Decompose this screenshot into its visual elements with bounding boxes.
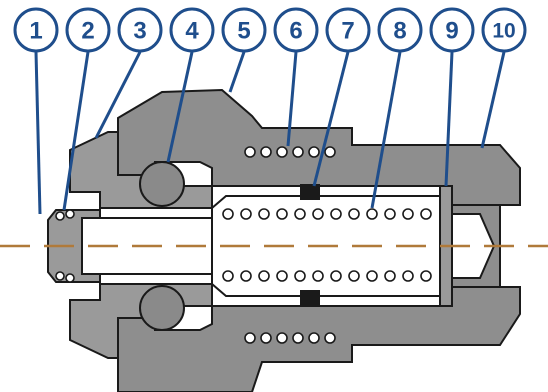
- spring-coil: [260, 332, 272, 344]
- spring-coil: [308, 332, 320, 344]
- locking-ball-upper: [139, 161, 185, 207]
- callout-7: 7: [325, 7, 371, 53]
- spring-coil: [276, 208, 288, 220]
- callout-4: 4: [169, 7, 215, 53]
- leader-6: [286, 51, 298, 147]
- callout-label: 10: [492, 20, 515, 43]
- spring-coil: [222, 270, 234, 282]
- callout-6: 6: [273, 7, 319, 53]
- spring-coil: [258, 208, 270, 220]
- spring-coil: [384, 208, 396, 220]
- callout-circle: [117, 7, 163, 53]
- callout-10: 10: [481, 7, 527, 53]
- callout-label: 9: [445, 18, 458, 45]
- spring-coil: [244, 332, 256, 344]
- leader-3: [94, 51, 142, 139]
- callout-circle: [13, 7, 59, 53]
- spring-coil: [312, 208, 324, 220]
- callout-2: 2: [65, 7, 111, 53]
- spring-coil: [240, 208, 252, 220]
- spring-coil: [330, 208, 342, 220]
- leader-8: [370, 51, 402, 209]
- callout-circle: [169, 7, 215, 53]
- callout-label: 6: [289, 18, 302, 45]
- o-ring: [65, 209, 75, 219]
- spring-coil: [240, 270, 252, 282]
- locking-ball-lower: [139, 285, 185, 331]
- o-ring: [65, 273, 75, 283]
- callout-label: 8: [393, 18, 406, 45]
- callout-label: 7: [341, 18, 354, 45]
- callout-label: 1: [29, 18, 42, 45]
- callout-circle: [273, 7, 319, 53]
- spring-coil: [276, 270, 288, 282]
- callout-circle: [481, 7, 527, 53]
- spring-coil: [366, 270, 378, 282]
- leader-2: [62, 51, 90, 211]
- callout-label: 5: [237, 18, 250, 45]
- spring-coil: [294, 208, 306, 220]
- leader-9: [444, 51, 454, 187]
- callout-label: 2: [81, 18, 94, 45]
- leader-lines: [34, 51, 506, 215]
- spring-coil: [348, 208, 360, 220]
- callout-circle: [429, 7, 475, 53]
- spring-coil: [402, 270, 414, 282]
- callout-1: 1: [13, 7, 59, 53]
- spring-coil: [222, 208, 234, 220]
- seal-upper: [300, 184, 320, 200]
- spring-coil: [330, 270, 342, 282]
- callout-5: 5: [221, 7, 267, 53]
- spring-coil: [384, 270, 396, 282]
- spring-coil: [292, 332, 304, 344]
- leader-5: [228, 51, 246, 93]
- callout-circle: [65, 7, 111, 53]
- spring-coil: [312, 270, 324, 282]
- callout-8: 8: [377, 7, 423, 53]
- callout-label: 4: [185, 18, 199, 45]
- spring-coil: [324, 332, 336, 344]
- seal-lower: [300, 290, 320, 306]
- spring-coil: [260, 146, 272, 158]
- o-ring: [55, 211, 65, 221]
- leader-1: [34, 51, 42, 215]
- spring-coil: [244, 146, 256, 158]
- o-ring-group: [55, 209, 75, 283]
- spring-coil: [258, 270, 270, 282]
- callout-9: 9: [429, 7, 475, 53]
- spring-coil: [294, 270, 306, 282]
- spring-coil: [324, 146, 336, 158]
- spring-coil: [420, 270, 432, 282]
- valve-spring: [222, 208, 432, 282]
- o-ring: [55, 271, 65, 281]
- leader-10: [480, 51, 506, 149]
- spring-coil: [292, 146, 304, 158]
- spring-coil: [308, 146, 320, 158]
- callout-circle: [377, 7, 423, 53]
- callout-circle: [221, 7, 267, 53]
- callout-label: 3: [133, 18, 146, 45]
- spring-coil: [366, 208, 378, 220]
- spring-coil: [402, 208, 414, 220]
- leader-7: [312, 51, 350, 187]
- outer-sleeve-upper: [117, 88, 521, 206]
- spring-coil: [348, 270, 360, 282]
- spring-coil: [276, 146, 288, 158]
- leader-4: [166, 51, 194, 163]
- callout-circle: [325, 7, 371, 53]
- spring-coil: [420, 208, 432, 220]
- sleeve-spring: [244, 146, 336, 344]
- callout-3: 3: [117, 7, 163, 53]
- spring-coil: [276, 332, 288, 344]
